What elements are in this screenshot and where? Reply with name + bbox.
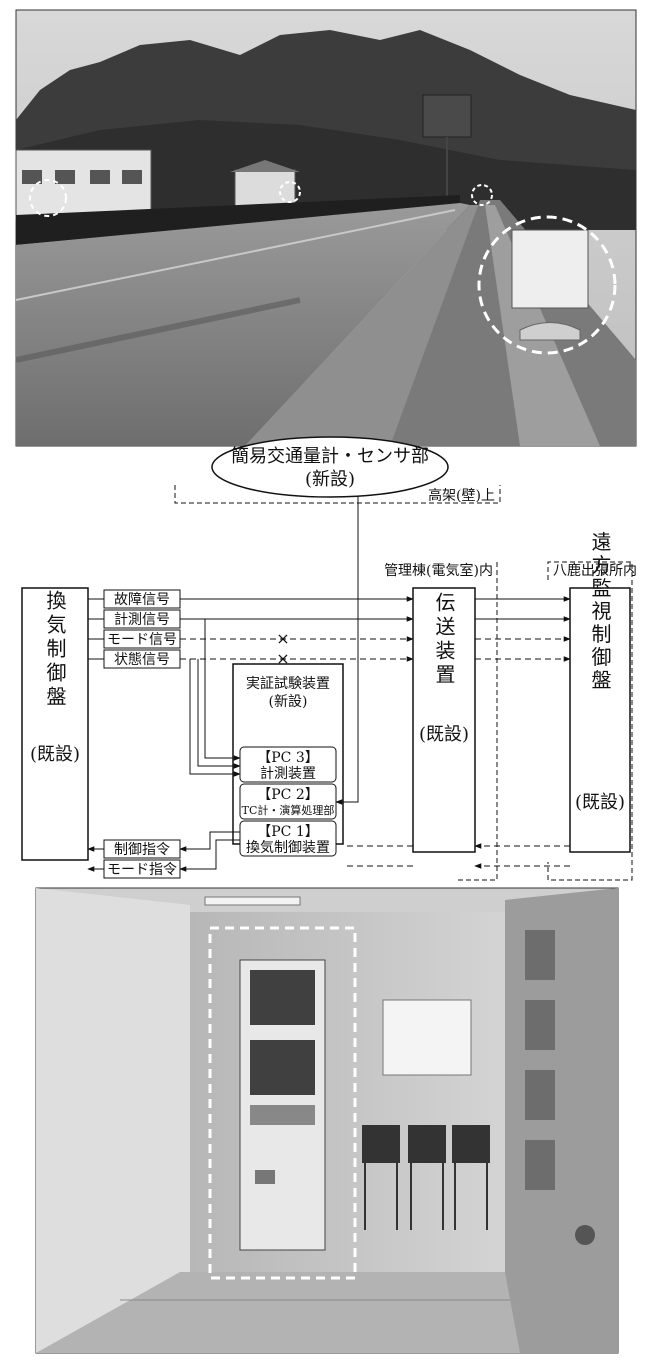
pc1-name: 換気制御装置 <box>246 840 330 856</box>
transmission-panel: 伝送装置 (既設) <box>412 587 476 853</box>
signal-measure: 計測信号 <box>103 609 181 629</box>
viaduct-photo <box>15 9 637 447</box>
zone-viaduct: 高架(壁)上 <box>174 485 501 504</box>
sensor-name: 簡易交通量計・センサ部 <box>231 446 429 467</box>
zone-branch-office: 八鹿出張所内 <box>547 561 637 881</box>
signal-mode: モード信号 <box>103 629 181 649</box>
cross-mark-mode: × <box>276 629 289 648</box>
remote-panel: 遠方監視制御盤 (既設) <box>569 531 631 853</box>
sensor-label: 簡易交通量計・センサ部 (新設) <box>211 436 449 498</box>
zone-control-building: 管理棟(電気室)内 <box>384 562 498 881</box>
signal-mode-label: モード信号 <box>107 632 177 648</box>
pc3-name: 計測装置 <box>260 766 316 782</box>
signal-measure-label: 計測信号 <box>114 612 170 628</box>
test-device: 実証試験装置 (新設) 【PC 3】 計測装置 【PC 2】 TC計・演算処理部… <box>232 663 344 857</box>
zone-branch-office-label: 八鹿出張所内 <box>553 562 637 579</box>
pc2-id: 【PC 2】 <box>257 787 319 803</box>
signal-fault-label: 故障信号 <box>114 592 170 608</box>
remote-panel-name: 遠方監視制御盤 <box>588 531 612 692</box>
connection-lines <box>87 497 571 872</box>
signal-state-label: 状態信号 <box>114 652 170 668</box>
signal-mode-cmd: モード指令 <box>103 859 181 879</box>
cross-mark-state: × <box>276 649 289 668</box>
equipment-room-photo <box>35 887 619 1354</box>
sensor-status: (新設) <box>305 469 355 490</box>
pc2-name: TC計・演算処理部 <box>242 803 335 817</box>
remote-panel-status: (既設) <box>575 792 625 813</box>
test-device-status: (新設) <box>269 694 308 710</box>
zone-control-building-label: 管理棟(電気室)内 <box>384 562 493 579</box>
pc1-id: 【PC 1】 <box>257 824 319 840</box>
signal-state: 状態信号 <box>103 649 181 669</box>
ventilation-panel: 換気制御盤 (既設) <box>21 587 89 861</box>
pc3-id: 【PC 3】 <box>257 750 319 766</box>
signal-control-cmd-label: 制御指令 <box>114 842 170 858</box>
signal-fault: 故障信号 <box>103 589 181 609</box>
test-device-title: 実証試験装置 <box>246 676 330 692</box>
signal-mode-cmd-label: モード指令 <box>107 862 177 878</box>
transmission-panel-status: (既設) <box>419 724 469 745</box>
ventilation-panel-name: 換気制御盤 <box>43 590 67 710</box>
transmission-panel-name: 伝送装置 <box>432 592 456 688</box>
zone-viaduct-label: 高架(壁)上 <box>428 487 495 504</box>
signal-control-cmd: 制御指令 <box>103 839 181 859</box>
ventilation-panel-status: (既設) <box>30 744 80 765</box>
